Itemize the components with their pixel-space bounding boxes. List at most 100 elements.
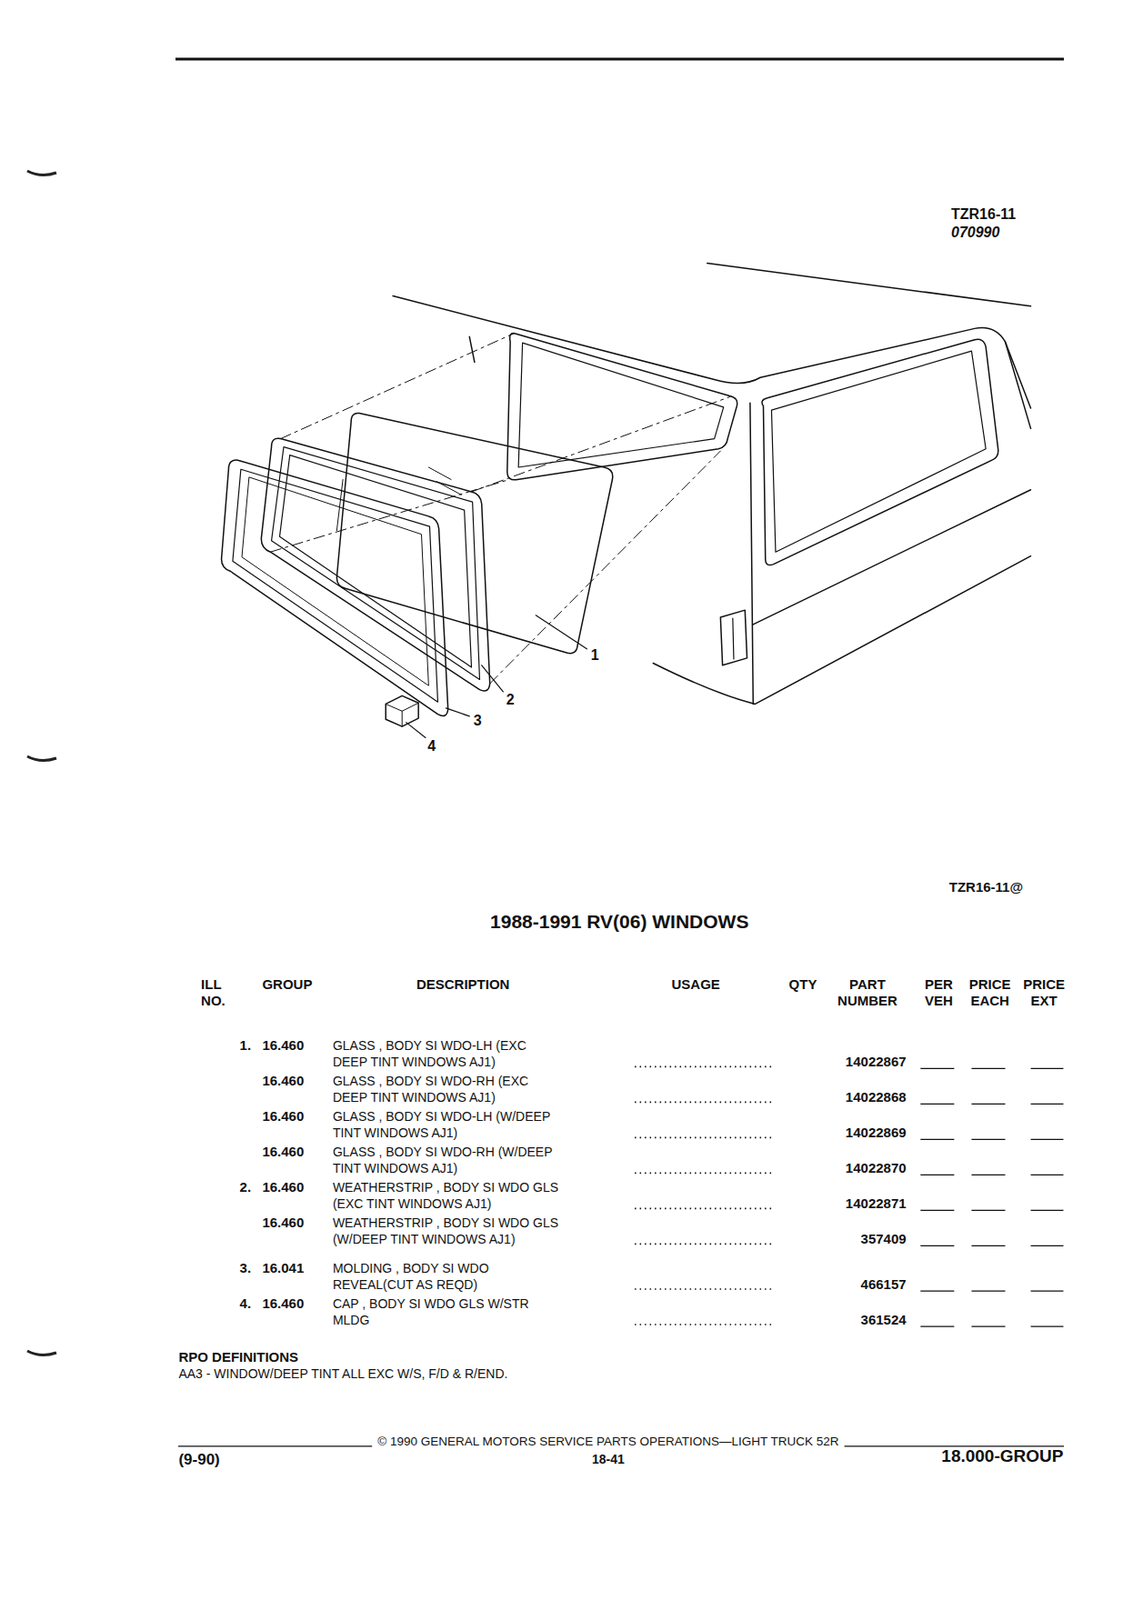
page-title: 1988-1991 RV(06) WINDOWS (490, 910, 749, 933)
column-header: PRICE EXT (1021, 976, 1067, 1010)
part-description: MOLDING , BODY SI WDO REVEAL(CUT AS REQD… (332, 1260, 561, 1294)
tail-lamp (720, 610, 747, 666)
page-number: 18-41 (591, 1452, 625, 1468)
entry-blank (1031, 1174, 1064, 1176)
entry-blank (920, 1290, 954, 1292)
part-description: GLASS , BODY SI WDO-RH (EXC DEEP TINT WI… (332, 1072, 561, 1106)
column-header: USAGE (671, 976, 720, 993)
part-number: 14022867 (845, 1053, 907, 1071)
section-number: 18.000-GROUP (941, 1446, 1063, 1468)
lower-body (652, 556, 1031, 705)
assembly-lines (270, 333, 730, 684)
entry-blank (920, 1139, 954, 1141)
top-rule (175, 58, 1064, 61)
binding-mark (27, 756, 57, 762)
group-number: 16.460 (261, 1295, 304, 1313)
part-number: 14022871 (845, 1195, 907, 1213)
leader-dots (634, 1102, 774, 1104)
part-description: GLASS , BODY SI WDO-RH (W/DEEP TINT WIND… (332, 1143, 561, 1177)
copyright: © 1990 GENERAL MOTORS SERVICE PARTS OPER… (377, 1434, 839, 1450)
tail-lamp (732, 618, 734, 660)
body-line (1004, 341, 1031, 429)
glass-reflection (336, 467, 462, 532)
group-number: 16.041 (261, 1260, 304, 1277)
entry-blank (971, 1325, 1005, 1327)
rear-window (762, 339, 999, 565)
reveal-molding (221, 460, 449, 716)
leader-lines (406, 615, 588, 739)
part-number: 357409 (861, 1231, 907, 1248)
entry-blank (971, 1210, 1005, 1212)
entry-blank (971, 1290, 1005, 1292)
group-number: 16.460 (261, 1179, 304, 1196)
assembly-line (471, 397, 731, 492)
entry-blank (920, 1325, 954, 1327)
leader-line (481, 665, 504, 692)
leader-dots (634, 1066, 774, 1069)
column-header: PER VEH (919, 976, 960, 1010)
section-heading: RPO DEFINITIONS (178, 1349, 299, 1366)
column-header: DESCRIPTION (416, 976, 511, 993)
entry-blank (920, 1245, 954, 1247)
part-description: GLASS , BODY SI WDO-LH (W/DEEP TINT WIND… (332, 1108, 561, 1142)
column-header: QTY (789, 976, 818, 993)
entry-blank (971, 1245, 1005, 1247)
figure-date: 070990 (951, 223, 1000, 241)
callout-number: 4. (240, 1295, 252, 1313)
window-opening (507, 333, 738, 481)
column-header: PART NUMBER (831, 976, 904, 1010)
callout-number: 2. (240, 1179, 252, 1196)
leader-dots (634, 1323, 774, 1326)
callout-number: 1 (591, 646, 600, 664)
assembly-line (270, 479, 510, 552)
group-number: 16.460 (261, 1143, 304, 1161)
rear-window-inner (771, 350, 986, 552)
footer-rule (178, 1445, 372, 1447)
entry-blank (1031, 1210, 1064, 1212)
entry-blank (1031, 1245, 1064, 1247)
column-header: GROUP (261, 976, 312, 993)
leader-line (406, 722, 426, 739)
assembly-line (280, 333, 514, 440)
part-description: WEATHERSTRIP , BODY SI WDO GLS (W/DEEP T… (332, 1214, 561, 1248)
weatherstrip (260, 438, 490, 692)
part-number: 14022869 (845, 1124, 907, 1142)
reveal-molding (241, 477, 429, 686)
callout-number: 3 (473, 711, 482, 730)
leader-dots (634, 1137, 774, 1140)
leader-dots (634, 1288, 774, 1291)
group-number: 16.460 (261, 1108, 304, 1125)
part-description: CAP , BODY SI WDO GLS W/STR MLDG (332, 1295, 561, 1329)
entry-blank (920, 1068, 954, 1070)
leader-dots (634, 1208, 774, 1211)
cap (385, 695, 419, 727)
rpo-definition: AA3 - WINDOW/DEEP TINT ALL EXC W/S, F/D … (178, 1366, 508, 1383)
column-header: ILL NO. (200, 976, 234, 1010)
callout-number: 2 (506, 691, 515, 709)
entry-blank (1031, 1325, 1064, 1327)
roof-line (707, 263, 1032, 307)
binding-marks (27, 170, 57, 1356)
entry-blank (920, 1103, 954, 1105)
leader-dots (634, 1243, 774, 1246)
entry-blank (920, 1174, 954, 1176)
weatherstrip (280, 455, 472, 668)
body-line (469, 336, 475, 362)
binding-mark (27, 1351, 57, 1356)
part-number: 14022870 (845, 1160, 907, 1177)
entry-blank (1031, 1103, 1064, 1105)
assembly-line (490, 451, 722, 684)
entry-blank (971, 1103, 1005, 1105)
entry-blank (1031, 1139, 1064, 1141)
entry-blank (971, 1068, 1005, 1070)
entry-blank (1031, 1290, 1064, 1292)
part-description: WEATHERSTRIP , BODY SI WDO GLS (EXC TINT… (332, 1179, 561, 1213)
side-window-glass (336, 412, 612, 653)
part-description: GLASS , BODY SI WDO-LH (EXC DEEP TINT WI… (332, 1037, 561, 1071)
leader-line (535, 615, 587, 650)
window-opening-inner (518, 342, 724, 468)
figure-ref: TZR16-11@ (949, 879, 1023, 896)
part-number: 466157 (861, 1276, 907, 1294)
entry-blank (971, 1139, 1005, 1141)
part-number: 14022868 (845, 1089, 907, 1106)
